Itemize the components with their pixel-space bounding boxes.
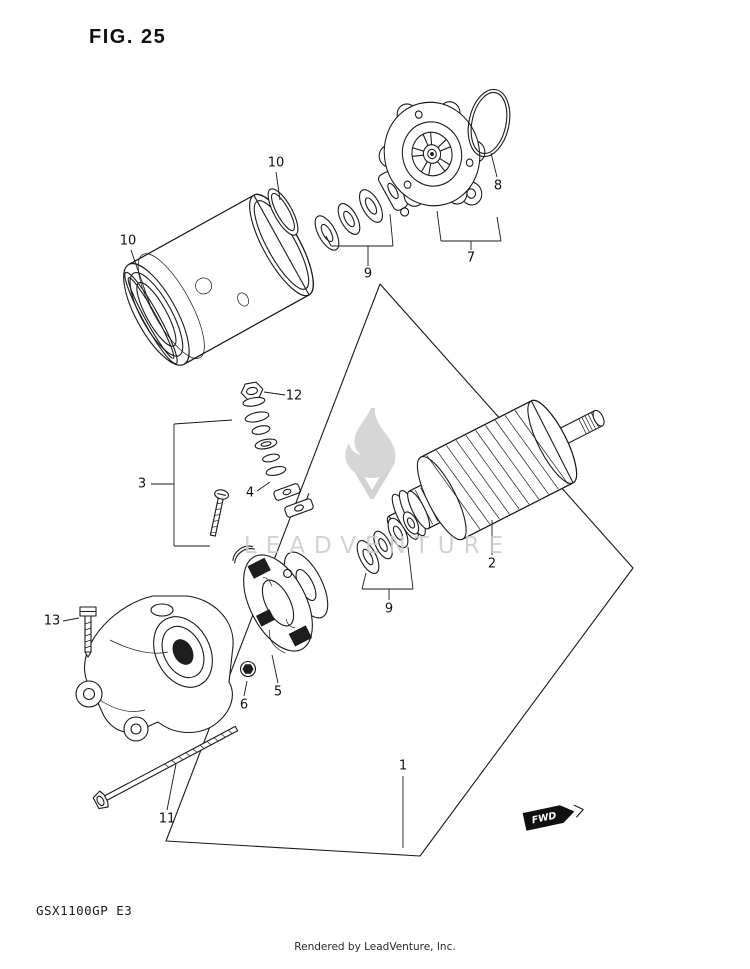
model-code: GSX1100GP E3 [36, 903, 133, 918]
washer-stack [244, 411, 287, 476]
brush-spring-strip [232, 545, 255, 564]
part-callout-8: 8 [494, 179, 502, 194]
o-ring-housing-end [124, 271, 178, 365]
fwd-flag [522, 805, 575, 831]
brush-holder [243, 551, 329, 654]
o-ring-small [267, 188, 299, 236]
washer-set-upper [314, 171, 410, 251]
part-callout-4: 4 [246, 486, 254, 501]
part-callout-1: 1 [399, 759, 407, 774]
part-callout-6: 6 [240, 698, 248, 713]
figure-title: FIG. 25 [89, 26, 167, 48]
part-callout-7: 7 [467, 251, 475, 266]
o-ring-large [467, 88, 511, 158]
watermark-text: LEADVENTURE [244, 533, 512, 559]
part-callout-10: 10 [120, 234, 137, 249]
part-callout-12: 12 [286, 389, 303, 404]
part-callout-11: 11 [159, 812, 176, 827]
end-cover [378, 101, 486, 207]
through-bolt [92, 725, 239, 810]
part-callout-9: 9 [364, 267, 372, 282]
lock-nut [240, 381, 266, 407]
part-callout-13: 13 [44, 614, 61, 629]
part-callout-10: 10 [268, 156, 285, 171]
lock-plates [273, 483, 314, 518]
part-callout-5: 5 [274, 685, 282, 700]
fwd-arrow-icon [573, 804, 584, 818]
watermark: LEADVENTURE [244, 408, 512, 559]
end-bracket [75, 595, 234, 742]
part-callout-9: 9 [385, 602, 393, 617]
part-callout-2: 2 [488, 557, 496, 572]
fwd-direction-marker: FWD [522, 804, 584, 831]
watermark-flame-icon [345, 408, 396, 478]
svg-text:FWD: FWD [531, 810, 558, 826]
bracket-bolt [79, 606, 97, 658]
washer-set-lower [356, 511, 420, 574]
part-callout-3: 3 [138, 477, 146, 492]
terminal-bolt [239, 660, 257, 678]
leader-lines [62, 152, 502, 848]
render-credit: Rendered by LeadVenture, Inc. [294, 941, 456, 953]
brush-screw [209, 489, 230, 537]
